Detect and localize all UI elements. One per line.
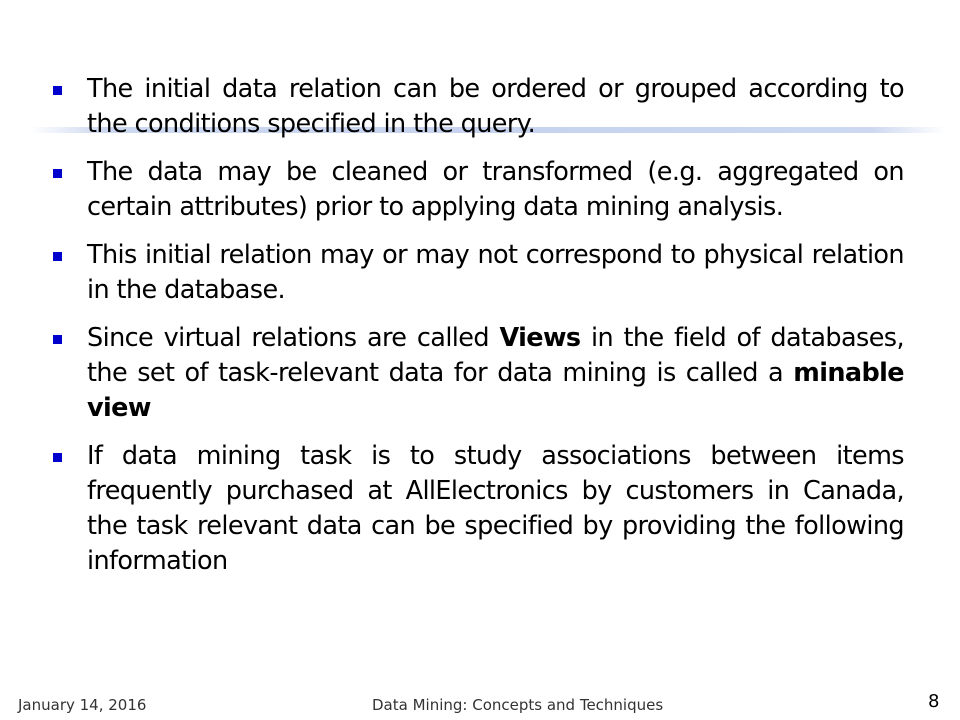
square-bullet-icon — [53, 86, 62, 95]
bold-term-minable-view: minable view — [87, 358, 905, 423]
footer-date: January 14, 2016 — [18, 696, 147, 714]
bullet-segment: If data mining task is to study associat… — [87, 441, 905, 576]
bullet-text: This initial relation may or may not cor… — [87, 240, 905, 305]
bullet-segment: The initial data relation can be ordered… — [87, 74, 905, 139]
bullet-segment: The data may be cleaned or transformed (… — [87, 157, 905, 222]
square-bullet-icon — [53, 335, 62, 344]
bullet-text: The initial data relation can be ordered… — [87, 74, 905, 139]
square-bullet-icon — [53, 252, 62, 261]
bullet-item-3: This initial relation may or may not cor… — [52, 238, 905, 308]
bullet-segment: in the field of databases, the set of ta… — [87, 323, 905, 388]
bullet-segment: This initial relation may or may not cor… — [87, 240, 905, 305]
bullet-item-4: Since virtual relations are called Views… — [52, 321, 905, 426]
bullet-item-2: The data may be cleaned or transformed (… — [52, 155, 905, 225]
square-bullet-icon — [53, 453, 62, 462]
bold-term-views: Views — [499, 323, 581, 353]
title-rule — [30, 127, 945, 133]
slide-number: 8 — [928, 691, 940, 712]
bullet-text: The data may be cleaned or transformed (… — [87, 157, 905, 222]
bullet-item-1: The initial data relation can be ordered… — [52, 72, 905, 142]
bullet-text: Since virtual relations are called Views… — [87, 323, 905, 423]
square-bullet-icon — [53, 169, 62, 178]
bullet-text: If data mining task is to study associat… — [87, 441, 905, 576]
bullet-list: The initial data relation can be ordered… — [52, 72, 905, 592]
bullet-item-5: If data mining task is to study associat… — [52, 439, 905, 579]
footer-title: Data Mining: Concepts and Techniques — [372, 696, 664, 714]
bullet-segment: Since virtual relations are called — [87, 323, 500, 353]
